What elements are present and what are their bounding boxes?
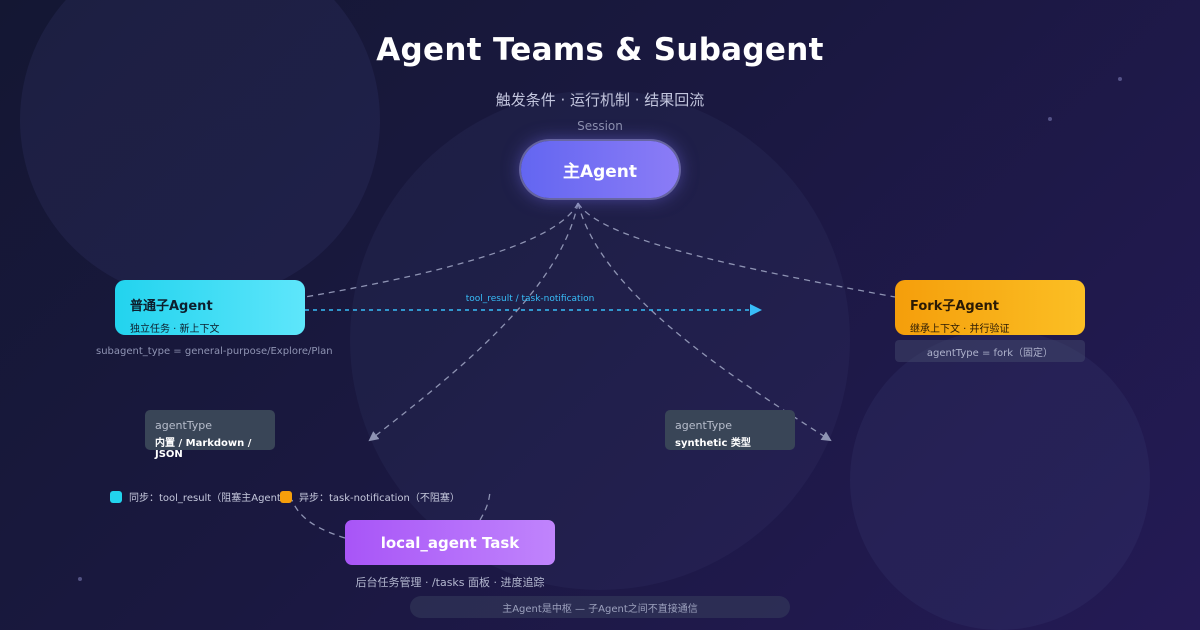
background-circle	[20, 0, 380, 300]
fork-subagent-name: Fork子Agent	[910, 299, 999, 314]
diagram-title: Agent Teams & Subagent	[376, 32, 824, 68]
agent-type-key: agentType	[675, 419, 733, 432]
edge-main-to-right-type	[577, 202, 832, 442]
legend-swatch-sync	[110, 490, 122, 503]
result-return-label: tool_result / task-notification	[465, 294, 595, 304]
edge-main-to-normal	[304, 202, 579, 298]
edge-task-left	[291, 499, 346, 539]
agent-type-key: agentType	[155, 419, 213, 432]
edge-main-to-left-type	[368, 202, 579, 442]
session-label: Session	[577, 119, 623, 133]
background-dot	[1118, 77, 1122, 81]
normal-subagent-note: subagent_type = general-purpose/Explore/…	[96, 346, 333, 357]
edge-main-to-fork	[577, 202, 896, 298]
normal-subagent-node: 普通子Agent 独立任务 · 新上下文	[115, 280, 305, 335]
agent-type-box-right: agentType synthetic 类型	[665, 410, 795, 450]
normal-subagent-name: 普通子Agent	[130, 299, 213, 314]
normal-subagent-desc: 独立任务 · 新上下文	[130, 324, 220, 335]
legend-sync-label: 同步：tool_result（阻塞主Agent）	[129, 493, 291, 504]
background-dot	[1048, 117, 1052, 121]
local-agent-task-node: local_agent Task	[345, 520, 555, 565]
agent-type-box-left: agentType 内置 / Markdown / JSON	[145, 410, 275, 460]
edge-task-right	[479, 488, 491, 521]
agent-type-value: 内置 / Markdown / JSON	[155, 438, 252, 460]
diagram-subtitle: 触发条件 · 运行机制 · 结果回流	[495, 91, 705, 109]
local-agent-task-desc: 后台任务管理 · /tasks 面板 · 进度追踪	[355, 576, 545, 589]
main-agent-node: 主Agent	[521, 141, 679, 198]
background-dot	[78, 577, 82, 581]
legend-async-label: 异步：task-notification（不阻塞）	[299, 493, 460, 504]
footer-note: 主Agent是中枢 — 子Agent之间不直接通信	[410, 596, 790, 618]
legend-swatch-async	[280, 490, 292, 503]
fork-subagent-note: agentType = fork（固定）	[895, 340, 1085, 362]
legend-sync: 同步：tool_result（阻塞主Agent）	[110, 489, 291, 504]
legend-async: 异步：task-notification（不阻塞）	[280, 489, 460, 504]
background-circle	[850, 330, 1150, 630]
agent-type-value: synthetic 类型	[675, 438, 751, 449]
fork-subagent-node: Fork子Agent 继承上下文 · 并行验证	[895, 280, 1085, 335]
fork-subagent-desc: 继承上下文 · 并行验证	[910, 324, 1010, 335]
